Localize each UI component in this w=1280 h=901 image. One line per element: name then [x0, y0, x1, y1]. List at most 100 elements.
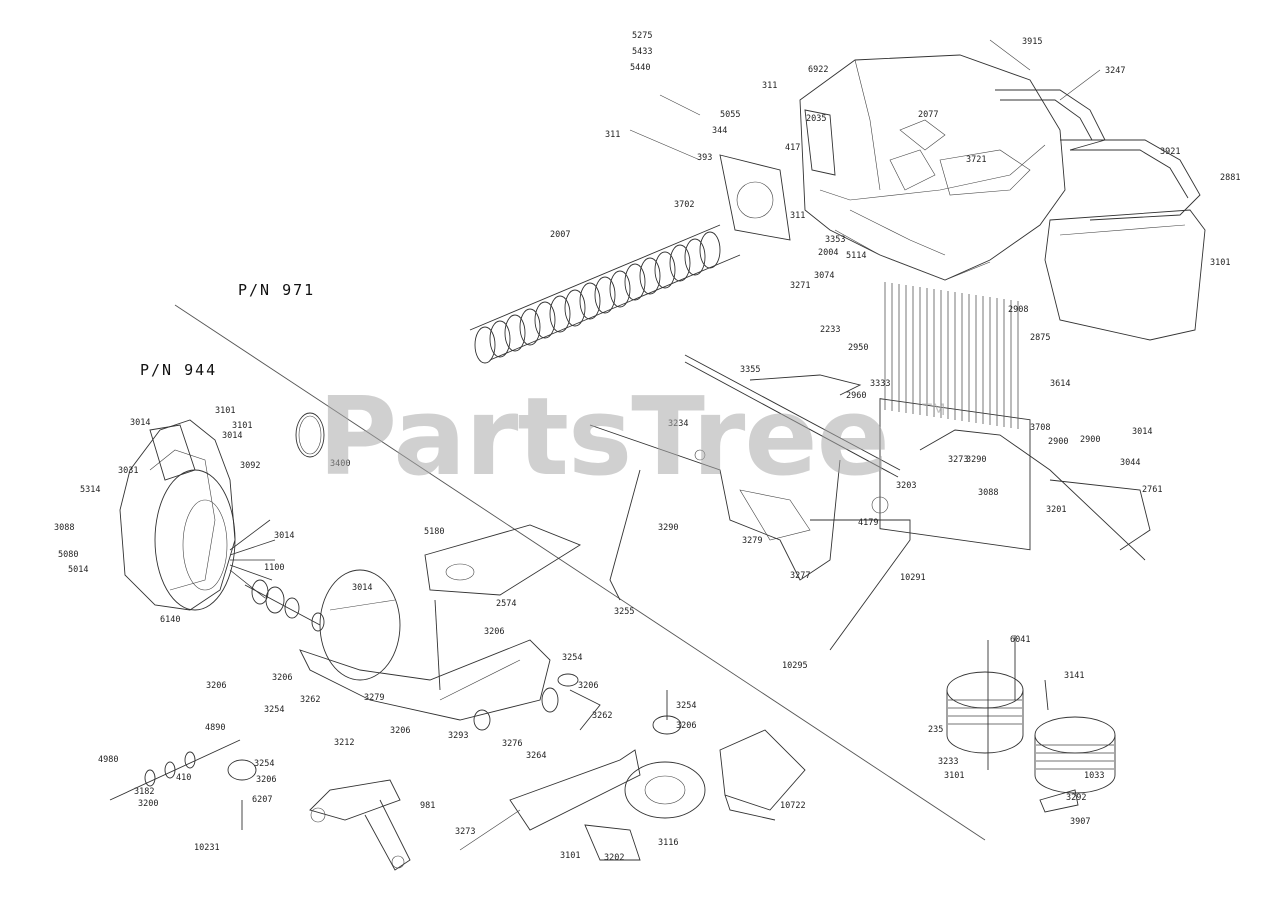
part-label[interactable]: 10295	[782, 661, 808, 671]
part-label[interactable]: 10291	[900, 573, 926, 583]
part-label[interactable]: 3203	[896, 481, 916, 491]
part-label[interactable]: 3293	[448, 731, 468, 741]
part-label[interactable]: 981	[420, 801, 435, 811]
part-label[interactable]: 417	[785, 143, 800, 153]
part-label[interactable]: 3254	[562, 653, 582, 663]
part-label[interactable]: 3014	[352, 583, 372, 593]
part-label[interactable]: 3206	[256, 775, 276, 785]
part-label[interactable]: 1100	[264, 563, 284, 573]
part-label[interactable]: 6922	[808, 65, 828, 75]
part-label[interactable]: 3262	[300, 695, 320, 705]
part-label[interactable]: 5433	[632, 47, 652, 57]
part-label[interactable]: 2908	[1008, 305, 1028, 315]
part-label[interactable]: 3101	[944, 771, 964, 781]
part-label[interactable]: 3907	[1070, 817, 1090, 827]
part-label[interactable]: 3277	[790, 571, 810, 581]
part-label[interactable]: 3702	[674, 200, 694, 210]
part-label[interactable]: 3353	[825, 235, 845, 245]
part-label[interactable]: 410	[176, 773, 191, 783]
part-label[interactable]: 2761	[1142, 485, 1162, 495]
part-label[interactable]: 3708	[1030, 423, 1050, 433]
part-label[interactable]: 3101	[560, 851, 580, 861]
part-label[interactable]: 3915	[1022, 37, 1042, 47]
part-label[interactable]: 3254	[254, 759, 274, 769]
part-label[interactable]: 2035	[806, 114, 826, 124]
part-label[interactable]: 3614	[1050, 379, 1070, 389]
part-label[interactable]: 3271	[790, 281, 810, 291]
part-label[interactable]: 2900	[1080, 435, 1100, 445]
part-label[interactable]: 2574	[496, 599, 516, 609]
part-label[interactable]: 5080	[58, 550, 78, 560]
part-label[interactable]: 5014	[68, 565, 88, 575]
part-label[interactable]: 5114	[846, 251, 866, 261]
part-label[interactable]: 4980	[98, 755, 118, 765]
part-label[interactable]: 2004	[818, 248, 838, 258]
part-label[interactable]: 311	[605, 130, 620, 140]
part-label[interactable]: 3721	[966, 155, 986, 165]
part-label[interactable]: 3206	[272, 673, 292, 683]
part-label[interactable]: 3355	[740, 365, 760, 375]
part-label[interactable]: 3101	[232, 421, 252, 431]
part-label[interactable]: 3273	[455, 827, 475, 837]
part-label[interactable]: 3206	[676, 721, 696, 731]
part-label[interactable]: 10231	[194, 843, 220, 853]
part-label[interactable]: 2900	[1048, 437, 1068, 447]
part-label[interactable]: 2077	[918, 110, 938, 120]
part-label[interactable]: 3014	[222, 431, 242, 441]
part-label[interactable]: 3276	[502, 739, 522, 749]
part-label[interactable]: 3921	[1160, 147, 1180, 157]
part-label[interactable]: 4179	[858, 518, 878, 528]
part-label[interactable]: 3234	[668, 419, 688, 429]
part-label[interactable]: 3182	[134, 787, 154, 797]
part-label[interactable]: 3088	[54, 523, 74, 533]
part-label[interactable]: 2960	[846, 391, 866, 401]
part-label[interactable]: 3206	[578, 681, 598, 691]
part-label[interactable]: 5055	[720, 110, 740, 120]
part-label[interactable]: 6041	[1010, 635, 1030, 645]
part-label[interactable]: 3101	[215, 406, 235, 416]
part-label[interactable]: 3400	[330, 459, 350, 469]
part-label[interactable]: 3031	[118, 466, 138, 476]
part-label[interactable]: 3014	[1132, 427, 1152, 437]
part-label[interactable]: 10722	[780, 801, 806, 811]
part-label[interactable]: 3044	[1120, 458, 1140, 468]
part-label[interactable]: 3206	[390, 726, 410, 736]
part-label[interactable]: 5275	[632, 31, 652, 41]
part-label[interactable]: 3264	[526, 751, 546, 761]
part-label[interactable]: 235	[928, 725, 943, 735]
part-label[interactable]: 3290	[658, 523, 678, 533]
part-label[interactable]: 3254	[264, 705, 284, 715]
part-label[interactable]: 3333	[870, 379, 890, 389]
part-label[interactable]: 3141	[1064, 671, 1084, 681]
part-label[interactable]: 311	[762, 81, 777, 91]
part-label[interactable]: 2950	[848, 343, 868, 353]
part-label[interactable]: 3202	[604, 853, 624, 863]
part-label[interactable]: 5180	[424, 527, 444, 537]
part-label[interactable]: 3206	[206, 681, 226, 691]
part-label[interactable]: 6207	[252, 795, 272, 805]
part-label[interactable]: 3292	[1066, 793, 1086, 803]
part-label[interactable]: 5440	[630, 63, 650, 73]
part-label[interactable]: 1033	[1084, 771, 1104, 781]
part-label[interactable]: 3273	[948, 455, 968, 465]
part-label[interactable]: 3074	[814, 271, 834, 281]
part-label[interactable]: 3279	[742, 536, 762, 546]
part-label[interactable]: 3212	[334, 738, 354, 748]
part-label[interactable]: 3279	[364, 693, 384, 703]
part-label[interactable]: 3088	[978, 488, 998, 498]
part-label[interactable]: 2007	[550, 230, 570, 240]
part-label[interactable]: 3101	[1210, 258, 1230, 268]
part-label[interactable]: 393	[697, 153, 712, 163]
part-label[interactable]: 344	[712, 126, 727, 136]
part-label[interactable]: 311	[790, 211, 805, 221]
part-label[interactable]: 3262	[592, 711, 612, 721]
part-label[interactable]: 5314	[80, 485, 100, 495]
part-label[interactable]: 2233	[820, 325, 840, 335]
part-label[interactable]: 6140	[160, 615, 180, 625]
part-label[interactable]: 3290	[966, 455, 986, 465]
part-label[interactable]: 2875	[1030, 333, 1050, 343]
part-label[interactable]: 3254	[676, 701, 696, 711]
part-label[interactable]: 2881	[1220, 173, 1240, 183]
part-label[interactable]: 3233	[938, 757, 958, 767]
part-label[interactable]: 3200	[138, 799, 158, 809]
